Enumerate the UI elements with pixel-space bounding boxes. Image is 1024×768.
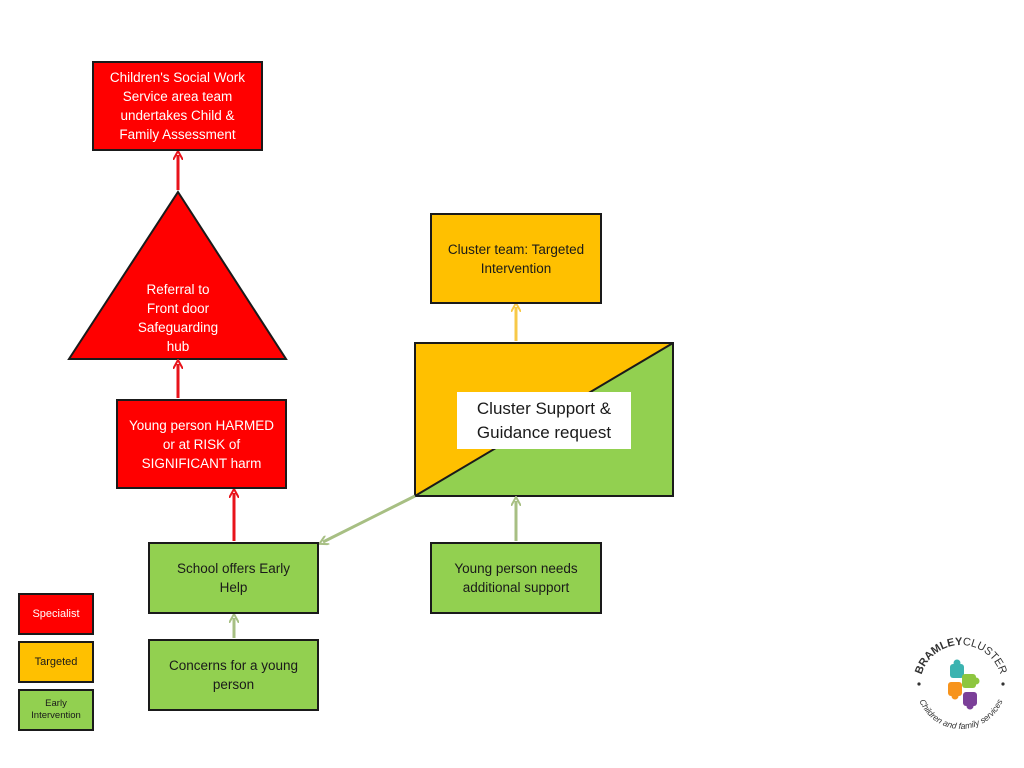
referral-label: Referral to Front door Safeguarding hub — [137, 282, 219, 354]
cluster-team-box: Cluster team: Targeted Intervention — [430, 213, 602, 304]
cluster-request-label: Cluster Support & Guidance request — [457, 392, 631, 449]
school-early-help-label: School offers Early Help — [176, 561, 291, 595]
legend-targeted: Targeted — [18, 641, 94, 683]
cluster-request-border — [414, 342, 674, 497]
harmed-box: Young person HARMED or at RISK of SIGNIF… — [116, 399, 287, 489]
logo-tagline: Children and family services — [917, 697, 1004, 731]
legend-early-intervention: Early Intervention — [18, 689, 94, 731]
arrow-request-to-school — [323, 494, 416, 542]
school-early-help-box: School offers Early Help — [148, 542, 319, 614]
concerns-box: Concerns for a young person — [148, 639, 319, 711]
legend-specialist: Specialist — [18, 593, 94, 635]
legend-early-intervention-label: Early Intervention — [31, 698, 81, 721]
puzzle-pieces-icon — [948, 659, 980, 710]
legend-targeted-label: Targeted — [34, 656, 78, 668]
needs-support-label: Young person needs additional support — [454, 561, 578, 595]
social-work-assessment-label: Children's Social Work Service area team… — [109, 70, 246, 142]
harmed-label: Young person HARMED or at RISK of SIGNIF… — [128, 417, 275, 471]
social-work-assessment-box: Children's Social Work Service area team… — [92, 61, 263, 151]
concerns-label: Concerns for a young person — [168, 658, 299, 692]
bramley-cluster-logo: BRAMLEYCLUSTER Children and family servi… — [913, 636, 1009, 731]
needs-support-box: Young person needs additional support — [430, 542, 602, 614]
legend-specialist-label: Specialist — [32, 608, 80, 620]
logo-dot-right — [1001, 682, 1005, 686]
logo-dot-left — [917, 682, 921, 686]
cluster-team-label: Cluster team: Targeted Intervention — [447, 241, 585, 276]
